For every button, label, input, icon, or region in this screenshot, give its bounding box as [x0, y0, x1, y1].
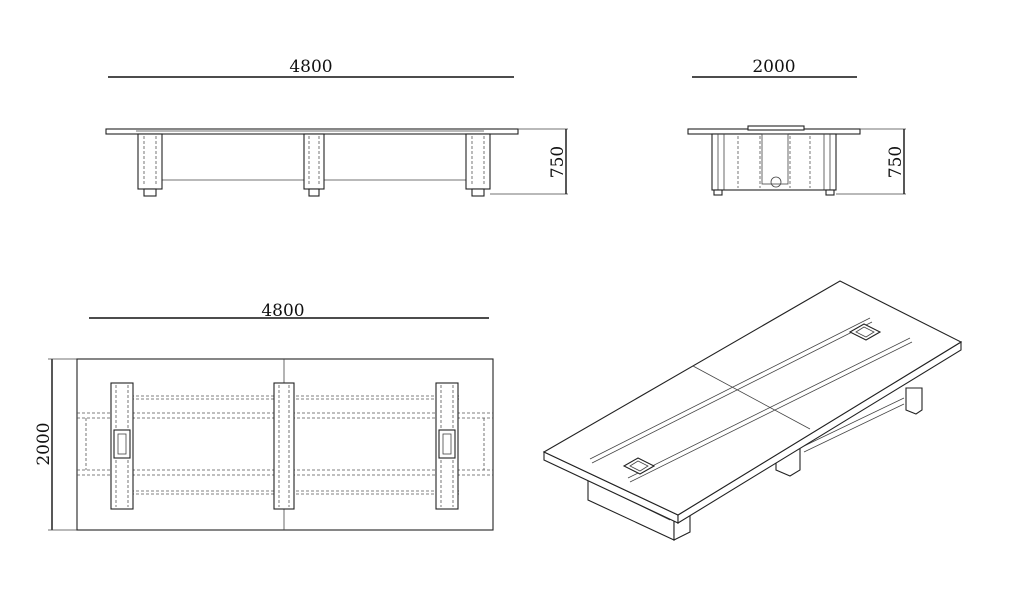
plan-leg-frame-left — [110, 382, 134, 510]
plan-length-label: 4800 — [261, 301, 304, 321]
side-leg-frame — [711, 133, 837, 191]
front-leg-center — [303, 133, 325, 197]
side-height-label: 750 — [886, 146, 906, 178]
iso-cable-grommet-front — [622, 457, 656, 475]
front-tabletop — [105, 128, 519, 135]
plan-view: 4800 2000 — [34, 301, 494, 531]
plan-leg-frame-right — [435, 382, 459, 510]
plan-leg-frame-center — [273, 382, 295, 510]
front-elevation-view: 4800 750 — [105, 57, 568, 197]
front-length-label: 4800 — [289, 57, 332, 77]
side-width-label: 2000 — [752, 57, 795, 77]
front-leg-left — [137, 133, 163, 197]
front-leg-right — [465, 133, 491, 197]
isometric-view — [542, 280, 963, 541]
plan-width-label: 2000 — [34, 422, 54, 465]
side-elevation-view: 2000 750 — [687, 57, 906, 196]
front-height-label: 750 — [548, 146, 568, 178]
iso-cable-grommet-back — [848, 323, 882, 341]
